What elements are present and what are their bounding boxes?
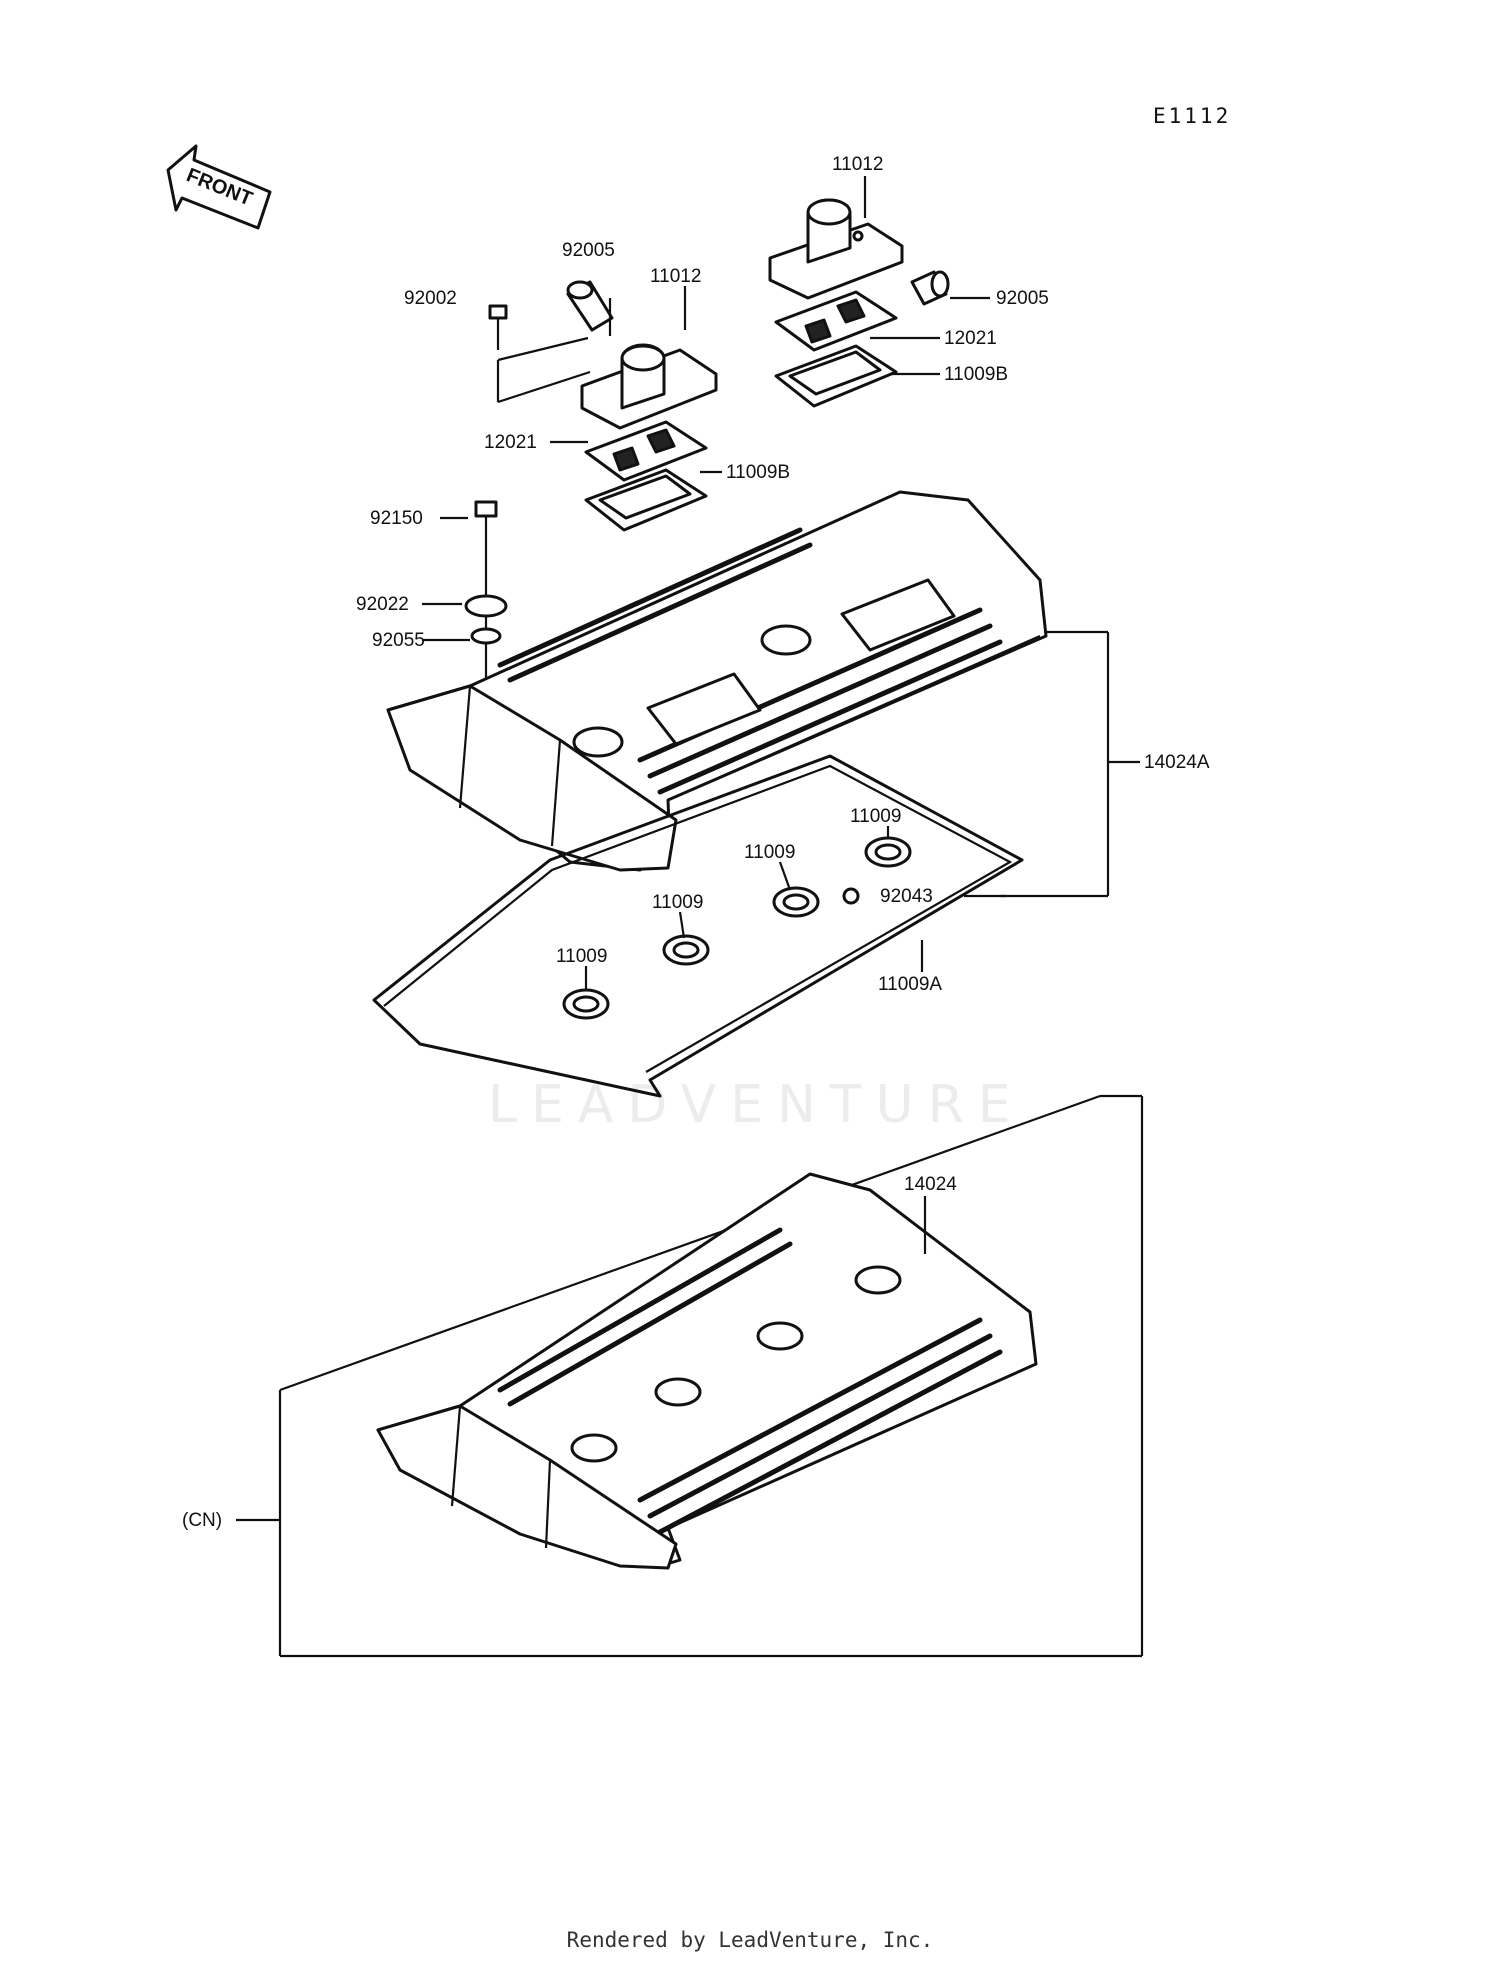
plug-seal-4 [562,988,610,1020]
label-92150: 92150 [370,508,423,529]
head-cover-lower [376,1172,1038,1570]
front-arrow: FRONT [166,144,272,230]
breather-cover-left [580,343,718,430]
label-11009-2: 11009 [744,842,795,863]
breather-cover-right [768,198,904,300]
bolt-92002 [488,304,508,350]
label-11009b-left: 11009B [726,462,790,483]
label-92022: 92022 [356,594,409,615]
label-92002: 92002 [404,288,457,309]
washer-92022 [464,594,508,618]
label-14024: 14024 [904,1174,957,1195]
plug-seal-3 [662,934,710,966]
label-14024a: 14024A [1144,752,1210,773]
label-92043: 92043 [880,886,933,907]
gasket-right [774,344,898,408]
plug-seal-2 [772,886,820,918]
label-92005-right: 92005 [996,288,1049,309]
footer-credit: Rendered by LeadVenture, Inc. [566,1928,934,1952]
reed-plate-left [584,420,708,482]
label-cn: (CN) [182,1510,222,1531]
washer-92043 [842,887,860,905]
label-11009-3: 11009 [652,892,703,913]
label-11009-1: 11009 [850,806,901,827]
washer-92055 [470,627,502,645]
label-11009-4: 11009 [556,946,607,967]
gasket-11009a [372,754,1024,1098]
label-11009a: 11009A [878,974,942,995]
label-11012-left: 11012 [650,266,701,287]
diagram-code: E1112 [1153,104,1232,128]
head-cover-upper [386,490,1048,872]
label-92005-left: 92005 [562,240,615,261]
breather-plug-right [910,270,950,306]
breather-plug-left [566,280,614,332]
label-12021-left: 12021 [484,432,537,453]
label-12021-right: 12021 [944,328,997,349]
watermark: LEADVENTURE [488,1075,1025,1135]
plug-seal-1 [864,836,912,868]
gasket-left [584,468,708,532]
reed-plate-right [774,290,898,352]
label-11012-right: 11012 [832,154,883,175]
label-92055: 92055 [372,630,425,651]
label-11009b-right: 11009B [944,364,1008,385]
